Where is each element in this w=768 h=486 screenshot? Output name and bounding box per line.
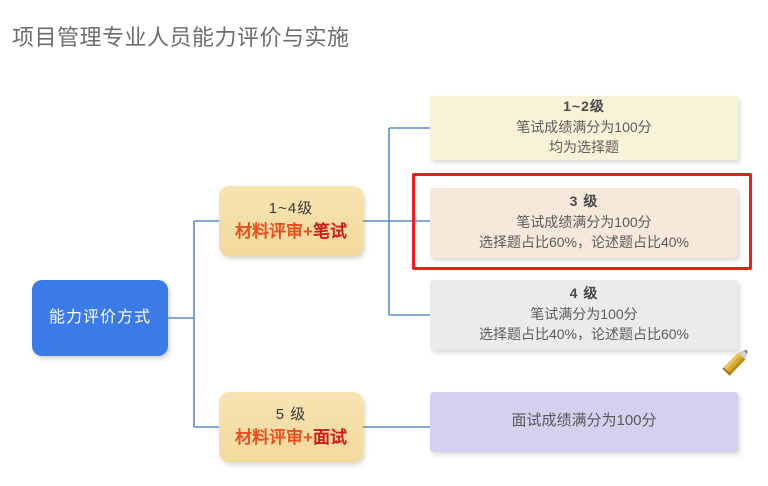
leaf-node-interview-score[interactable]: 面试成绩满分为100分 [430,392,738,452]
leaf-node-level-4[interactable]: 4 级 笔试满分为100分 选择题占比40%，论述题占比60% [430,280,738,350]
branch-node-level-label: 5 级 [275,405,307,423]
branch-node-method-label: 材料评审+笔试 [235,220,347,243]
branch-node-written-exam[interactable]: 1~4级 材料评审+笔试 [219,186,363,256]
leaf-node-detail: 选择题占比40%，论述题占比60% [478,325,690,342]
highlight-rectangle-level-3 [412,173,752,270]
branch-node-method-label: 材料评审+面试 [235,426,347,449]
leaf-node-detail: 笔试满分为100分 [530,306,638,323]
leaf-node-level-1-2[interactable]: 1~2级 笔试成绩满分为100分 均为选择题 [430,96,738,160]
branch-method-accent: 面试 [312,428,347,448]
branch-node-interview[interactable]: 5 级 材料评审+面试 [219,392,363,462]
leaf-node-title: 3 级 [569,193,599,210]
leaf-node-title: 1~2级 [563,98,605,115]
branch-method-prefix: 材料评审+ [235,428,313,448]
root-node-label: 能力评价方式 [48,309,151,327]
leaf-node-detail: 均为选择题 [549,138,619,155]
branch-method-accent: 笔试 [312,222,347,242]
leaf-node-detail: 笔试成绩满分为100分 [516,214,652,231]
branch-method-prefix: 材料评审+ [235,222,313,242]
leaf-node-detail: 面试成绩满分为100分 [511,411,657,429]
branch-node-level-label: 1~4级 [268,199,314,217]
page-title: 项目管理专业人员能力评价与实施 [12,25,350,50]
pencil-icon [722,350,748,376]
leaf-node-title: 4 级 [569,285,599,302]
leaf-node-level-3[interactable]: 3 级 笔试成绩满分为100分 选择题占比60%，论述题占比40% [430,188,738,258]
leaf-node-detail: 笔试成绩满分为100分 [516,119,652,136]
root-node[interactable]: 能力评价方式 [32,280,168,356]
leaf-node-detail: 选择题占比60%，论述题占比40% [478,233,690,250]
